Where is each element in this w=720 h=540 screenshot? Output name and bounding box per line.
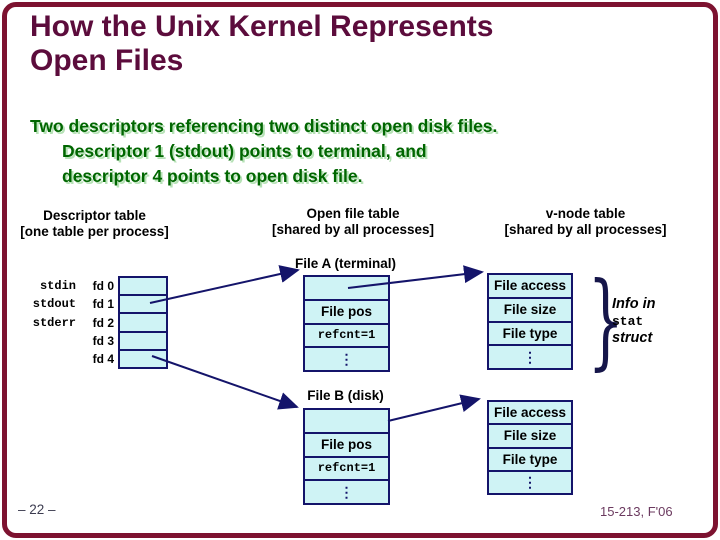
descriptor-cell-fd3	[120, 333, 166, 351]
file-a-empty-cell	[305, 277, 388, 301]
descriptor-cell-fd0	[120, 278, 166, 297]
vnode-b-type-cell: File type	[489, 449, 571, 472]
vnode-a-type-cell: File type	[489, 323, 571, 347]
fd-label-4: fd 4	[92, 352, 114, 366]
arrow-fd4-to-file-b	[151, 355, 299, 410]
open-file-table-header-subtitle: [shared by all processes]	[271, 222, 435, 237]
page-number: – 22 –	[18, 502, 56, 517]
fd-label-2: fd 2	[92, 316, 114, 330]
slide-body-text: Two descriptors referencing two distinct…	[30, 114, 670, 189]
stat-note-line3: struct	[612, 330, 653, 346]
vnode-table-header: v-node table [shared by all processes]	[478, 206, 693, 238]
stat-note-line2: stat	[612, 314, 644, 329]
stream-label-stderr: stderr	[32, 316, 76, 330]
fd-label-3: fd 3	[92, 334, 114, 348]
slide-title-line1: How the Unix Kernel Represents	[30, 10, 494, 43]
vnode-table-a: File access File size File type ⋮	[487, 273, 573, 370]
file-a-refcnt-cell: refcnt=1	[305, 325, 388, 349]
vnode-b-access-cell: File access	[489, 402, 571, 426]
file-b-empty-cell	[305, 410, 388, 434]
open-file-table-header: Open file table [shared by all processes…	[258, 206, 448, 238]
file-b-label: File B (disk)	[307, 388, 384, 403]
vnode-table-header-subtitle: [shared by all processes]	[504, 222, 667, 237]
stat-brace: }	[587, 259, 625, 381]
fd-label-0: fd 0	[92, 279, 114, 293]
stream-label-stdin: stdin	[39, 279, 76, 293]
descriptor-table-header-subtitle: [one table per process]	[20, 224, 169, 239]
vnode-a-ellipsis-cell: ⋮	[523, 349, 537, 366]
descriptor-table-header-title: Descriptor table	[43, 208, 146, 223]
body-line1: Two descriptors referencing two distinct…	[30, 116, 498, 136]
slide-title: How the Unix Kernel Represents Open File…	[30, 10, 670, 78]
vnode-b-ellipsis-cell: ⋮	[523, 474, 537, 491]
vnode-a-access-cell: File access	[489, 275, 571, 299]
stat-note-line1: Info in	[612, 296, 656, 312]
body-line2: Descriptor 1 (stdout) points to terminal…	[62, 141, 427, 161]
file-a-label: File A (terminal)	[294, 256, 396, 271]
arrow-fd1-to-file-a	[149, 265, 300, 304]
file-a-pos-cell: File pos	[305, 301, 388, 325]
fd-label-1: fd 1	[92, 297, 114, 311]
slide-title-line2: Open Files	[30, 44, 184, 77]
vnode-b-size-cell: File size	[489, 425, 571, 449]
vnode-table-header-title: v-node table	[545, 206, 626, 221]
descriptor-table-header: Descriptor table [one table per process]	[2, 208, 187, 240]
descriptor-cell-fd2	[120, 314, 166, 333]
descriptor-table	[118, 276, 168, 369]
body-line3: descriptor 4 points to open disk file.	[62, 166, 363, 186]
file-b-pos-cell: File pos	[305, 434, 388, 458]
open-file-table-b: File pos refcnt=1 ⋮	[303, 408, 390, 505]
open-file-table-header-title: Open file table	[306, 206, 400, 221]
file-b-ellipsis-cell: ⋮	[339, 484, 354, 501]
file-a-ellipsis-cell: ⋮	[339, 351, 354, 368]
descriptor-cell-fd4	[120, 351, 166, 367]
file-b-refcnt-cell: refcnt=1	[305, 458, 388, 482]
vnode-a-size-cell: File size	[489, 299, 571, 323]
open-file-table-a: File pos refcnt=1 ⋮	[303, 275, 390, 372]
descriptor-cell-fd1	[120, 296, 166, 315]
course-label: 15-213, F'06	[600, 504, 673, 519]
stream-label-stdout: stdout	[32, 297, 76, 311]
stat-note: Info in stat struct	[612, 296, 656, 347]
vnode-table-b: File access File size File type ⋮	[487, 400, 573, 495]
